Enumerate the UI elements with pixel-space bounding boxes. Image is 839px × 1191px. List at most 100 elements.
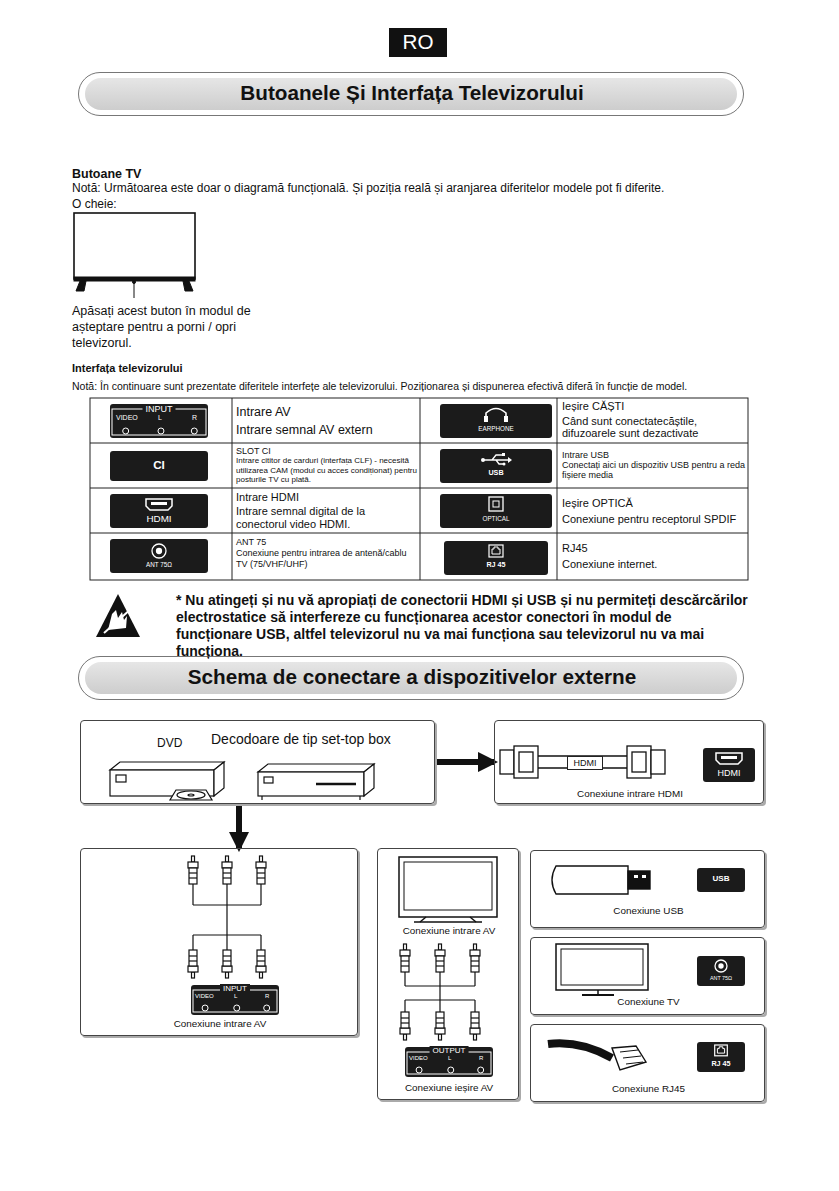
node-text: L <box>158 414 162 422</box>
connector-icon: OPTICAL <box>440 494 552 528</box>
note-text: Interfața televizorului <box>72 362 183 375</box>
tv-front-drawing <box>74 213 195 298</box>
table-cell-text: Ieșire CĂȘTI <box>562 400 742 413</box>
table-cell-text: Conexiune pentru intrarea de antenă/cabl… <box>236 548 416 570</box>
node-text: EARPHONE <box>440 425 552 432</box>
node-text: Conexiune intrare AV <box>81 1018 359 1029</box>
node-text: VIDEO <box>195 993 214 1000</box>
device-panel: Conexiune RJ45 RJ 45 <box>530 1024 765 1102</box>
rca-cable-drawings <box>188 856 480 1040</box>
table-cell-text: Intrare AV <box>236 405 416 420</box>
node-text: Conexiune ieșire AV <box>378 1082 520 1093</box>
table-cell-text: Intrare USB <box>562 450 747 461</box>
device-panel: Conexiune USB USB <box>530 850 765 928</box>
connector-icon: CI <box>110 451 208 481</box>
port-symbol <box>444 541 548 575</box>
table-cell-text: Intrare semnal digital de la conectorul … <box>236 505 416 531</box>
dvd-player-drawing <box>110 762 224 800</box>
node-text: ANT 75Ω <box>697 975 745 981</box>
node-text: Butoanele Și Interfața Televizorului <box>79 81 745 105</box>
node-text: INPUT <box>143 404 176 414</box>
warning-text: * Nu atingeți și nu vă apropiați de cone… <box>176 592 751 660</box>
flow-arrow <box>236 804 242 848</box>
note-text: Butoane TV <box>72 167 141 182</box>
node-text: OPTICAL <box>440 515 552 522</box>
node-text: R <box>265 993 269 1000</box>
node-text: R <box>192 414 197 422</box>
port-symbol <box>697 956 745 986</box>
connector-icon: INPUTVIDEOLR <box>191 985 279 1015</box>
connector-icon: ANT 75Ω <box>110 539 208 573</box>
table-cell-text: Conexiune pentru receptorul SPDIF <box>562 513 750 526</box>
table-cell-text: Intrare HDMI <box>236 491 416 504</box>
tv-drawing <box>556 944 648 995</box>
connector-icon: ANT 75Ω <box>697 956 745 986</box>
usb-stick-drawing <box>552 866 650 894</box>
connector-icon: HDMI <box>703 748 755 782</box>
section-heading-band: Schema de conectare a dispozitivelor ext… <box>78 656 744 700</box>
node-text: Conexiune intrare HDMI <box>495 788 765 799</box>
table-cell-text: Conexiune internet. <box>562 558 742 571</box>
node-text: DVD <box>157 737 182 751</box>
interface-table-grid <box>90 398 748 580</box>
connector-icon: USB <box>440 449 552 483</box>
table-cell-text: ANT 75 <box>236 537 416 548</box>
node-text: ANT 75Ω <box>110 561 208 568</box>
connector-icon: INPUT VIDEO L R <box>110 404 208 438</box>
device-panel: Conexiune TV ANT 75Ω <box>530 937 765 1015</box>
node-text: RJ 45 <box>444 561 548 569</box>
node-text: INPUT <box>220 984 250 993</box>
connector-icon: HDMI <box>110 494 208 528</box>
section-heading-band: Butoanele Și Interfața Televizorului <box>78 72 744 116</box>
note-text: Notă: Următoarea este doar o diagramă fu… <box>72 181 832 195</box>
port-symbol <box>440 404 552 438</box>
device-panel: Conexiune intrare HDMI HDMI HDMI <box>494 720 764 804</box>
connector-icon: USB <box>697 868 745 892</box>
device-panel: DVD Decodoare de tip set-top box <box>80 720 435 804</box>
node-text: VIDEO <box>116 414 138 422</box>
device-panel: Conexiune intrare AVConexiune ieșire AVO… <box>377 848 519 1100</box>
connector-icon: EARPHONE <box>440 404 552 438</box>
node-text: Conexiune TV <box>531 996 766 1007</box>
node-text: USB <box>440 469 552 477</box>
table-cell-text: Intrare cititor de carduri (interfața CL… <box>236 456 418 485</box>
node-text: OUTPUT <box>430 1046 469 1055</box>
table-cell-text: RJ45 <box>562 542 742 555</box>
node-text: Schema de conectare a dispozitivelor ext… <box>79 665 745 689</box>
note-text: O cheie: <box>72 197 117 211</box>
table-cell-text: Intrare semnal AV extern <box>236 423 416 438</box>
node-text: HDMI <box>110 513 208 524</box>
flow-arrow <box>435 759 494 765</box>
node-text: CI <box>110 458 208 471</box>
node-text: HDMI <box>703 768 755 778</box>
set-top-box-drawing <box>258 764 374 800</box>
node-text: VIDEO <box>409 1055 428 1062</box>
table-cell-text: SLOT CI <box>236 446 416 457</box>
connector-icon: RJ 45 <box>697 1042 745 1072</box>
node-text: USB <box>697 874 745 883</box>
connector-icon: OUTPUTVIDEO L R <box>405 1047 493 1077</box>
esd-warning-symbol <box>96 594 140 637</box>
hdmi-cable-drawing <box>500 746 665 778</box>
connector-icon: RJ 45 <box>444 541 548 575</box>
ethernet-cable-drawing <box>548 1043 646 1070</box>
note-text: Apăsați acest buton în modul de așteptar… <box>72 303 272 351</box>
port-symbol <box>440 449 552 483</box>
node-text: Conexiune RJ45 <box>531 1083 766 1094</box>
node-text: Decodoare de tip set-top box <box>211 731 391 747</box>
node-text: RJ 45 <box>697 1060 745 1068</box>
node-text: HDMI <box>568 758 602 768</box>
note-text: Notă: În continuare sunt prezentate dife… <box>72 380 832 393</box>
language-tab: RO <box>389 28 447 57</box>
table-cell-text: Conectați aici un dispozitiv USB pentru … <box>562 460 747 480</box>
port-symbol <box>440 494 552 528</box>
node-text: L <box>448 1055 451 1062</box>
node-text: R <box>479 1055 483 1062</box>
table-cell-text: Ieșire OPTICĂ <box>562 497 747 510</box>
node-text: Conexiune USB <box>531 905 766 916</box>
node-text: RO <box>389 30 447 54</box>
tv-drawing <box>399 857 497 922</box>
table-cell-text: Când sunt conectatecăștile, difuzoarele … <box>562 415 744 439</box>
device-panel: Conexiune intrare AVINPUTVIDEOLR <box>80 848 358 1036</box>
